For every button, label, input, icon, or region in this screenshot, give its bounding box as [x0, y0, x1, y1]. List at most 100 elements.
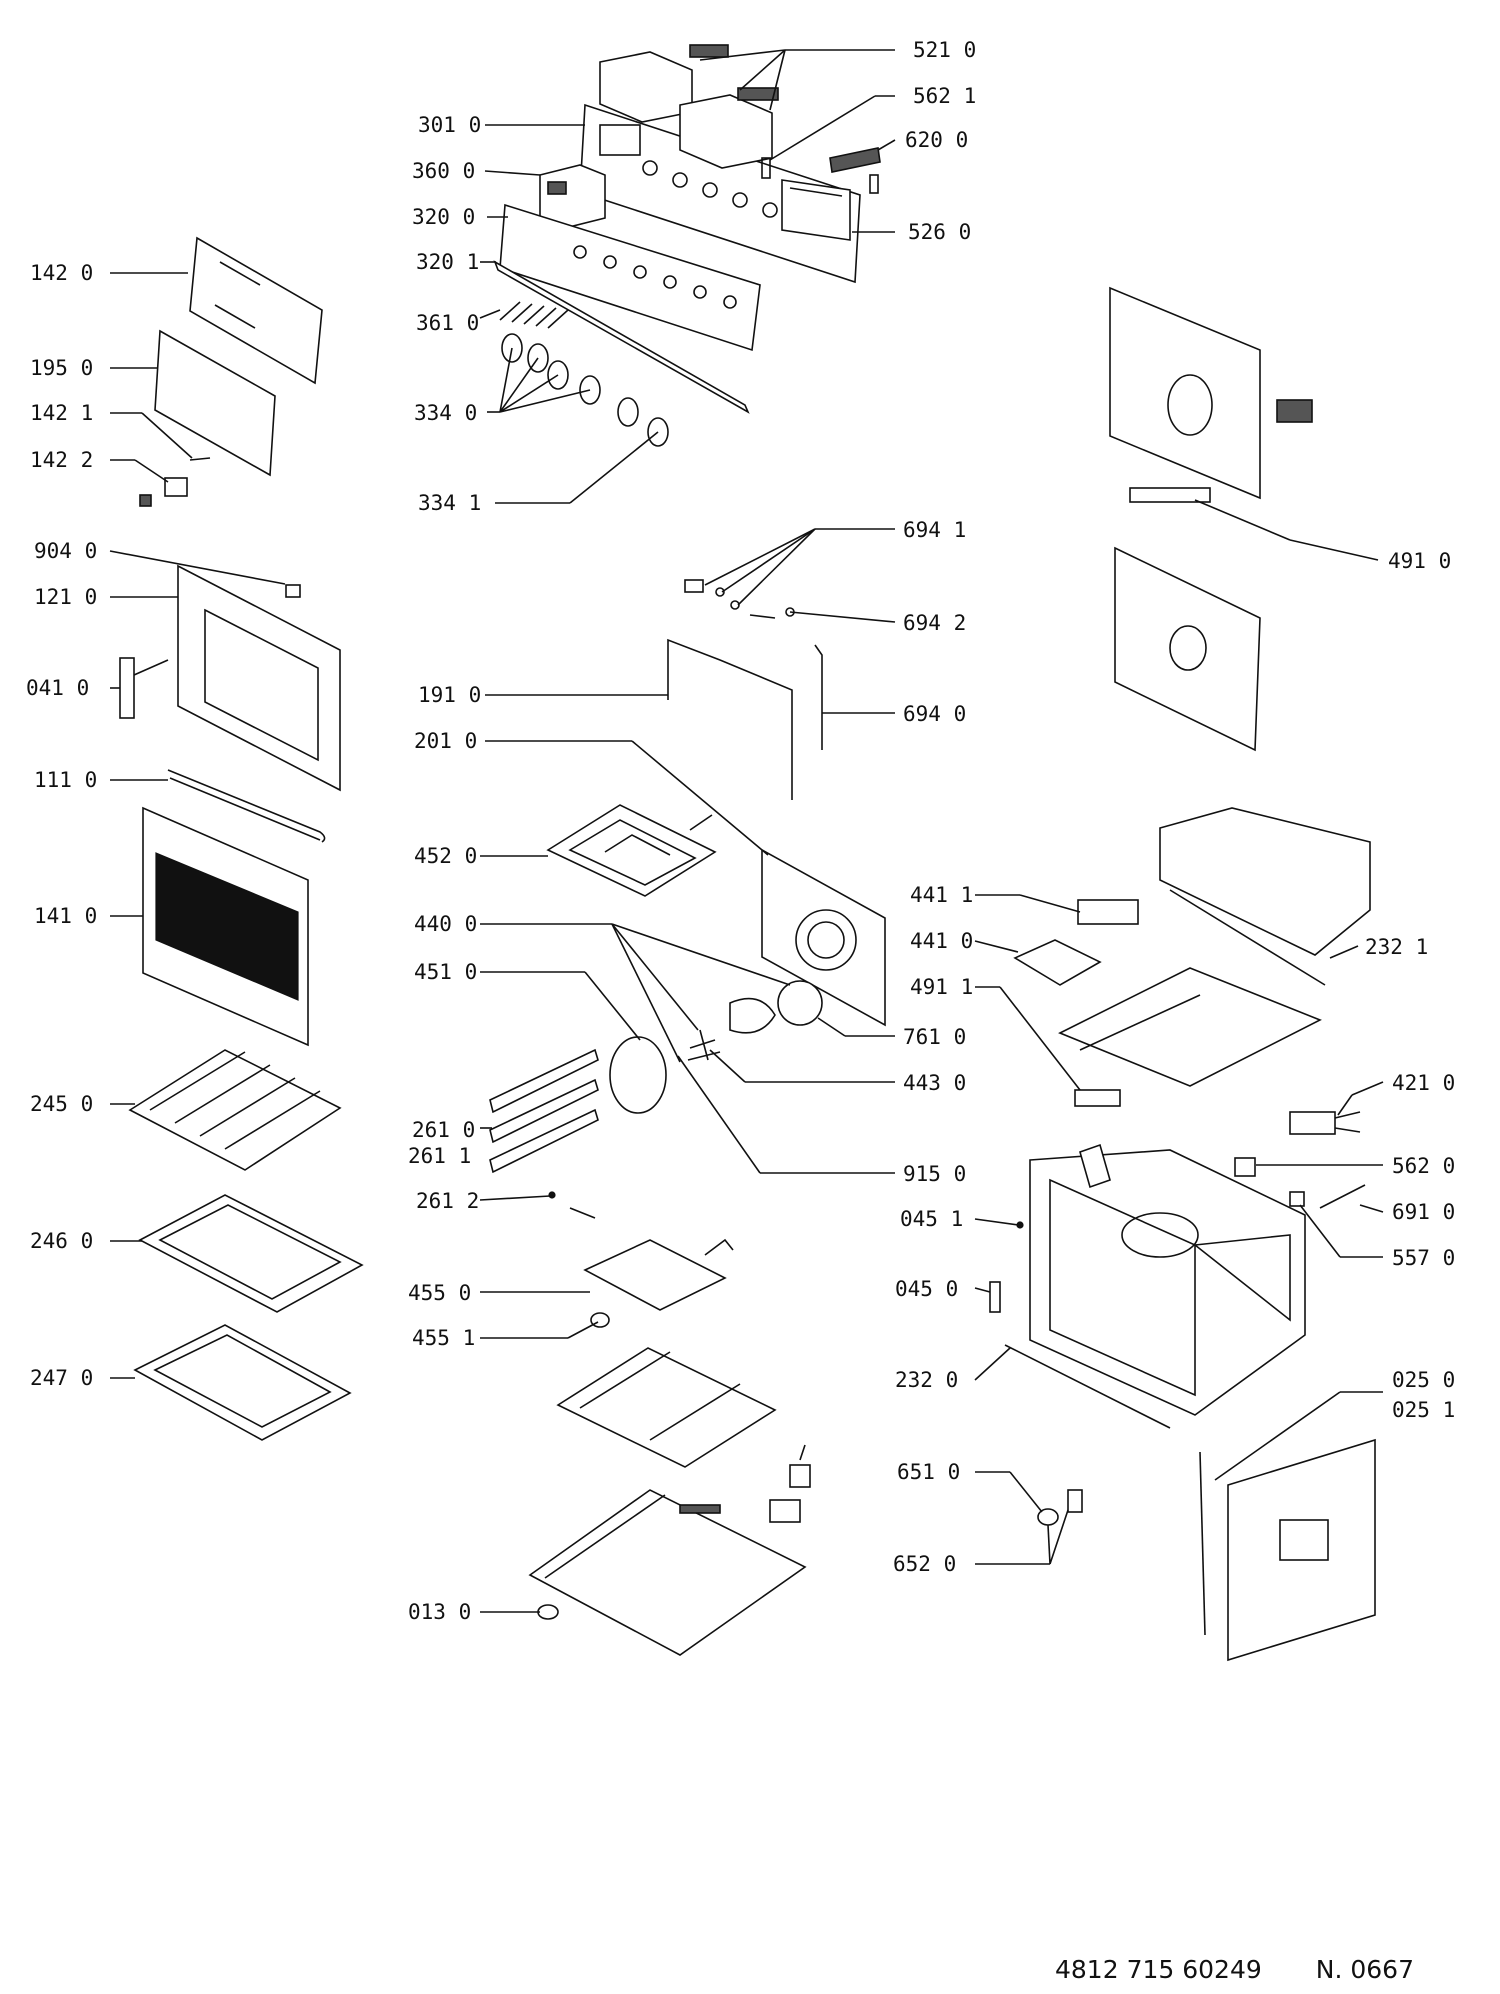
label-013-0: 013 0: [408, 1600, 471, 1624]
part-labels: 521 0 562 1 301 0 620 0 360 0 320 0 526 …: [26, 38, 1455, 1624]
circular-element-451: [609, 1036, 667, 1114]
label-421-0: 421 0: [1392, 1071, 1455, 1095]
door-glass-142: [189, 236, 323, 385]
relay-block-521: [599, 44, 779, 169]
label-195-0: 195 0: [30, 356, 93, 380]
door-handle-111: [167, 769, 326, 843]
label-491-0: 491 0: [1388, 549, 1451, 573]
label-301-0: 301 0: [418, 113, 481, 137]
bracket-232-0: [1004, 1344, 1171, 1429]
label-334-1: 334 1: [418, 491, 481, 515]
control-panel-front-320: [493, 203, 761, 414]
wire-shelf-245: [128, 1049, 342, 1171]
label-694-0: 694 0: [903, 702, 966, 726]
fan-motor-440: [729, 980, 823, 1034]
label-141-0: 141 0: [34, 904, 97, 928]
label-247-0: 247 0: [30, 1366, 93, 1390]
knob-spindles-361: [499, 301, 569, 329]
label-521-0: 521 0: [913, 38, 976, 62]
switch-block-526: [781, 179, 851, 241]
door-inner-glass-195: [154, 329, 276, 477]
label-651-0: 651 0: [897, 1460, 960, 1484]
label-334-0: 334 0: [414, 401, 477, 425]
label-201-0: 201 0: [414, 729, 477, 753]
label-491-1: 491 1: [910, 975, 973, 999]
fan-housing-rear: [1109, 286, 1313, 503]
label-526-0: 526 0: [908, 220, 971, 244]
terminal-block-620: [761, 147, 881, 194]
label-320-0: 320 0: [412, 205, 475, 229]
label-142-2: 142 2: [30, 448, 93, 472]
side-panel-025: [1199, 1438, 1376, 1662]
cooling-fan-bracket: [1114, 546, 1261, 752]
door-outer-panel-141: [142, 806, 309, 1047]
base-cover-panel: [556, 1347, 777, 1468]
label-915-0: 915 0: [903, 1162, 966, 1186]
drawing-footer: 4812 715 60249 N. 0667: [1055, 1955, 1468, 1984]
label-440-0: 440 0: [414, 912, 477, 936]
lamp-651-652: [1037, 1489, 1083, 1526]
label-245-0: 245 0: [30, 1092, 93, 1116]
label-025-1: 025 1: [1392, 1398, 1455, 1422]
label-045-0: 045 0: [895, 1277, 958, 1301]
label-620-0: 620 0: [905, 128, 968, 152]
label-045-1: 045 1: [900, 1207, 963, 1231]
bottom-panel-013: [528, 1489, 807, 1656]
switch-562-0: [1234, 1157, 1256, 1177]
label-652-0: 652 0: [893, 1552, 956, 1576]
label-441-0: 441 0: [910, 929, 973, 953]
lamp-holder-691: [1289, 1184, 1366, 1209]
label-761-0: 761 0: [903, 1025, 966, 1049]
label-320-1: 320 1: [416, 250, 479, 274]
shelf-rails-261: [489, 1048, 599, 1174]
label-455-0: 455 0: [408, 1281, 471, 1305]
label-261-2: 261 2: [416, 1189, 479, 1213]
label-041-0: 041 0: [26, 676, 89, 700]
hinge-045: [989, 1221, 1024, 1313]
leader-lines: [109, 49, 1384, 1613]
label-232-0: 232 0: [895, 1368, 958, 1392]
label-142-1: 142 1: [30, 401, 93, 425]
terminal-421: [1289, 1111, 1361, 1135]
label-232-1: 232 1: [1365, 935, 1428, 959]
label-025-0: 025 0: [1392, 1368, 1455, 1392]
label-455-1: 455 1: [412, 1326, 475, 1350]
label-694-2: 694 2: [903, 611, 966, 635]
label-246-0: 246 0: [30, 1229, 93, 1253]
oven-cavity: [1029, 1143, 1306, 1416]
label-562-0: 562 0: [1392, 1154, 1455, 1178]
bottom-element-455: [583, 1238, 734, 1328]
oven-top-491: [1058, 967, 1322, 1107]
label-452-0: 452 0: [414, 844, 477, 868]
back-panel-201: [761, 848, 886, 1027]
label-557-0: 557 0: [1392, 1246, 1455, 1270]
drawing-part-number: 4812 715 60249: [1055, 1955, 1262, 1984]
door-latch-041: [119, 657, 169, 719]
sensor-parts-694: [684, 579, 795, 619]
label-121-0: 121 0: [34, 585, 97, 609]
label-191-0: 191 0: [418, 683, 481, 707]
seal-191: [667, 638, 823, 800]
thermostat-parts: [769, 1444, 811, 1523]
label-443-0: 443 0: [903, 1071, 966, 1095]
label-562-1: 562 1: [913, 84, 976, 108]
label-691-0: 691 0: [1392, 1200, 1455, 1224]
grill-element-452: [546, 804, 717, 897]
label-261-0: 261 0: [412, 1118, 475, 1142]
top-cover-232-1: [1159, 807, 1371, 986]
baking-tray-246: [138, 1194, 364, 1313]
label-694-1: 694 1: [903, 518, 966, 542]
drawing-note: N. 0667: [1315, 1955, 1414, 1984]
label-451-0: 451 0: [414, 960, 477, 984]
label-441-1: 441 1: [910, 883, 973, 907]
door-frame-121: [177, 564, 341, 792]
label-361-0: 361 0: [416, 311, 479, 335]
label-111-0: 111 0: [34, 768, 97, 792]
label-904-0: 904 0: [34, 539, 97, 563]
cooling-fan-441: [1013, 899, 1139, 986]
baking-tray-247: [133, 1324, 352, 1441]
label-261-1: 261 1: [408, 1144, 471, 1168]
label-360-0: 360 0: [412, 159, 475, 183]
hinge-parts-142-1-2: [139, 457, 211, 507]
